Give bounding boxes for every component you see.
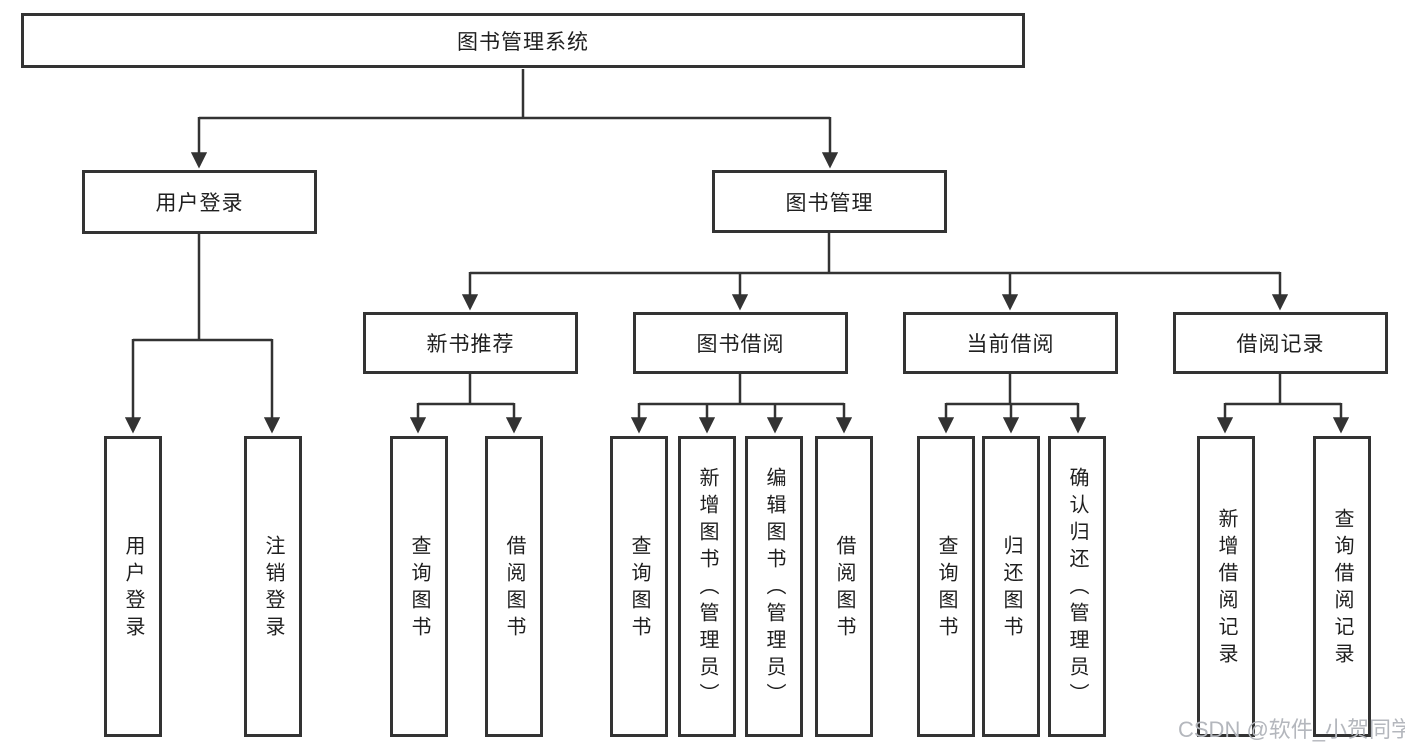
leaf-borrow-books-recommend: 借阅图书 [485,436,543,737]
node-book-management: 图书管理 [712,170,947,233]
leaf-user-login: 用户登录 [104,436,162,737]
leaf-query-books-borrow: 查询图书 [610,436,668,737]
leaf-confirm-return-admin: 确认归还（管理员） [1048,436,1106,737]
leaf-query-books-recommend: 查询图书 [390,436,448,737]
node-new-book-recommend: 新书推荐 [363,312,578,374]
leaf-return-book: 归还图书 [982,436,1040,737]
node-book-borrow: 图书借阅 [633,312,848,374]
leaf-query-borrow-record: 查询借阅记录 [1313,436,1371,737]
leaf-add-book-admin: 新增图书（管理员） [678,436,736,737]
node-user-login: 用户登录 [82,170,317,234]
csdn-watermark: CSDN @软件_小贺同学 [1178,717,1405,742]
node-current-borrow: 当前借阅 [903,312,1118,374]
node-library-management-system: 图书管理系统 [21,13,1025,68]
leaf-query-books-current: 查询图书 [917,436,975,737]
leaf-edit-book-admin: 编辑图书（管理员） [745,436,803,737]
leaf-borrow-books: 借阅图书 [815,436,873,737]
leaf-logout: 注销登录 [244,436,302,737]
leaf-add-borrow-record: 新增借阅记录 [1197,436,1255,737]
node-borrow-records: 借阅记录 [1173,312,1388,374]
